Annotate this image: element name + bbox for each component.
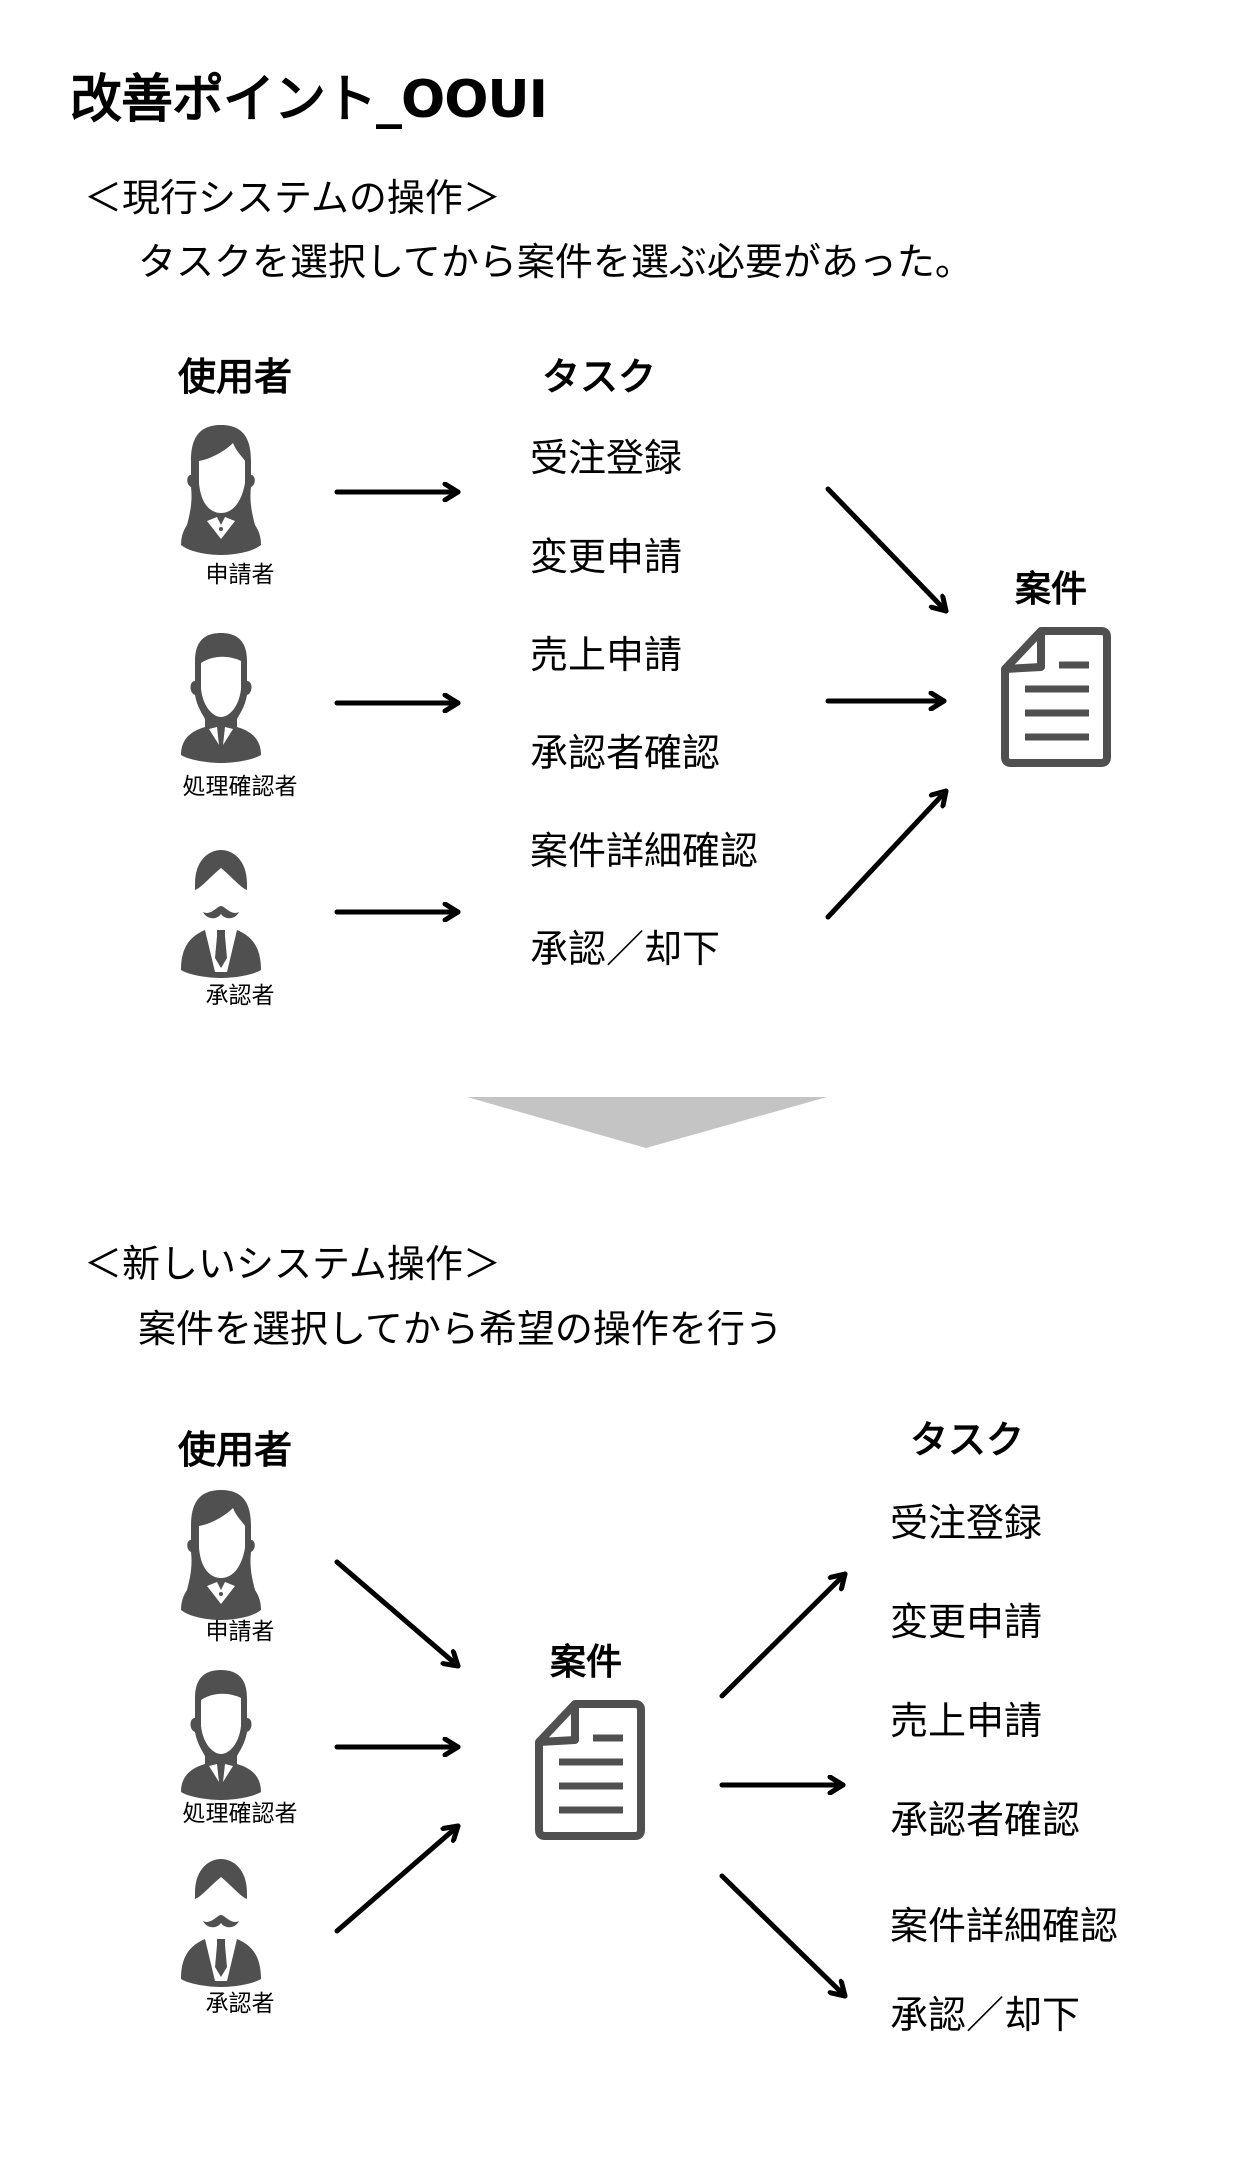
male-user-icon bbox=[181, 1670, 261, 1802]
task-item: 承認者確認 bbox=[890, 1798, 1081, 1842]
task-item: 変更申請 bbox=[530, 535, 683, 579]
arrow-down-right-icon bbox=[719, 1873, 848, 1999]
user-label: 承認者 bbox=[205, 1991, 275, 2017]
current-description: タスクを選択してから案件を選ぶ必要があった。 bbox=[138, 240, 973, 284]
arrow-up-right-icon bbox=[825, 788, 949, 920]
user-label: 処理確認者 bbox=[182, 774, 298, 800]
tasks-header: タスク bbox=[910, 1418, 1025, 1462]
mustache-user-icon bbox=[181, 1855, 261, 1987]
divider-down-triangle-icon bbox=[467, 1097, 827, 1148]
task-item: 案件詳細確認 bbox=[890, 1904, 1119, 1948]
new-description: 案件を選択してから希望の操作を行う bbox=[138, 1307, 783, 1351]
users-header: 使用者 bbox=[178, 1428, 293, 1472]
case-label: 案件 bbox=[550, 1642, 623, 1683]
female-user-icon bbox=[181, 1490, 261, 1622]
task-item: 変更申請 bbox=[890, 1600, 1043, 1644]
arrow-down-right-icon bbox=[334, 1559, 461, 1669]
task-item: 売上申請 bbox=[890, 1699, 1043, 1743]
user-label: 申請者 bbox=[205, 1619, 275, 1645]
case-label: 案件 bbox=[1015, 569, 1088, 610]
task-item: 承認／却下 bbox=[890, 1993, 1081, 2037]
user-label: 処理確認者 bbox=[182, 1801, 298, 1827]
current-heading: ＜現行システムの操作＞ bbox=[84, 176, 501, 220]
user-label: 申請者 bbox=[205, 562, 275, 588]
tasks-header: タスク bbox=[542, 355, 657, 399]
task-item: 承認者確認 bbox=[530, 731, 721, 775]
task-item: 受注登録 bbox=[530, 436, 683, 480]
task-item: 売上申請 bbox=[530, 633, 683, 677]
task-item: 案件詳細確認 bbox=[530, 829, 759, 873]
arrow-up-right-icon bbox=[334, 1823, 461, 1934]
arrow-down-right-icon bbox=[825, 486, 949, 614]
document-icon bbox=[535, 1700, 645, 1840]
user-label: 承認者 bbox=[205, 983, 275, 1009]
task-item: 受注登録 bbox=[890, 1501, 1043, 1545]
task-item: 承認／却下 bbox=[530, 927, 721, 971]
users-header: 使用者 bbox=[178, 355, 293, 399]
new-heading: ＜新しいシステム操作＞ bbox=[84, 1242, 501, 1286]
arrow-up-right-icon bbox=[719, 1571, 848, 1699]
page-title: 改善ポイント_OOUI bbox=[70, 70, 548, 130]
